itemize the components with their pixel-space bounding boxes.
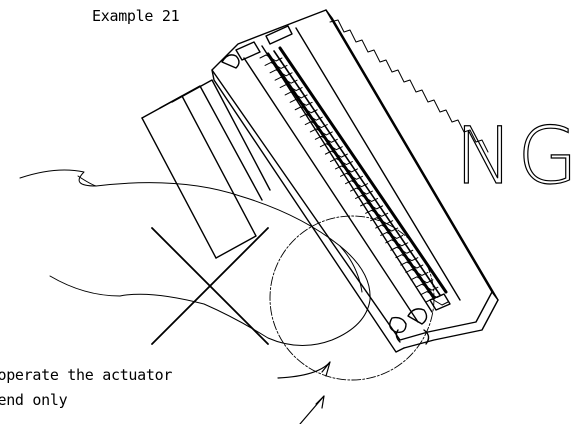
contact-tooth bbox=[294, 106, 318, 114]
leader-lines bbox=[277, 361, 331, 425]
contact-tooth bbox=[324, 150, 348, 158]
contact-tooth bbox=[319, 143, 343, 151]
contact-tooth bbox=[334, 165, 358, 173]
ng-verdict: NG bbox=[454, 112, 579, 202]
fpc-cable bbox=[141, 79, 271, 259]
contact-tooth bbox=[350, 187, 374, 195]
note-line-1: t operate the actuator bbox=[0, 366, 173, 384]
contact-tooth bbox=[385, 239, 409, 247]
contact-tooth bbox=[365, 209, 389, 217]
contact-tooth bbox=[420, 291, 444, 299]
connector-housing bbox=[211, 9, 499, 353]
contact-tooth bbox=[390, 246, 414, 254]
contact-tooth bbox=[299, 113, 323, 121]
finger-sketch bbox=[19, 169, 371, 347]
contact-tooth bbox=[279, 84, 303, 92]
contact-tooth bbox=[259, 54, 283, 62]
contact-tooth bbox=[405, 268, 429, 276]
contact-comb bbox=[259, 46, 449, 306]
contact-tooth bbox=[264, 61, 288, 69]
contact-tooth bbox=[410, 276, 434, 284]
contact-tooth bbox=[380, 231, 404, 239]
contact-tooth bbox=[395, 254, 419, 262]
contact-tooth bbox=[304, 121, 328, 129]
note-line-2: e end only bbox=[0, 391, 68, 409]
contact-tooth bbox=[284, 91, 308, 99]
contact-tooth bbox=[400, 261, 424, 269]
contact-tooth bbox=[375, 224, 399, 232]
contact-tooth bbox=[345, 180, 369, 188]
contact-tooth bbox=[309, 128, 333, 136]
contact-tooth bbox=[289, 98, 313, 106]
x-mark bbox=[151, 227, 269, 345]
contact-tooth bbox=[339, 172, 363, 180]
example-title: Example 21 bbox=[92, 7, 180, 25]
contact-tooth bbox=[425, 298, 449, 306]
contact-tooth bbox=[360, 202, 384, 210]
contact-tooth bbox=[269, 69, 293, 77]
contact-tooth bbox=[314, 135, 338, 143]
contact-tooth bbox=[415, 283, 439, 291]
contact-tooth bbox=[329, 158, 353, 166]
contact-tooth bbox=[274, 76, 298, 84]
contact-teeth bbox=[259, 54, 449, 306]
highlight-circle bbox=[269, 215, 435, 381]
contact-tooth bbox=[355, 194, 379, 202]
